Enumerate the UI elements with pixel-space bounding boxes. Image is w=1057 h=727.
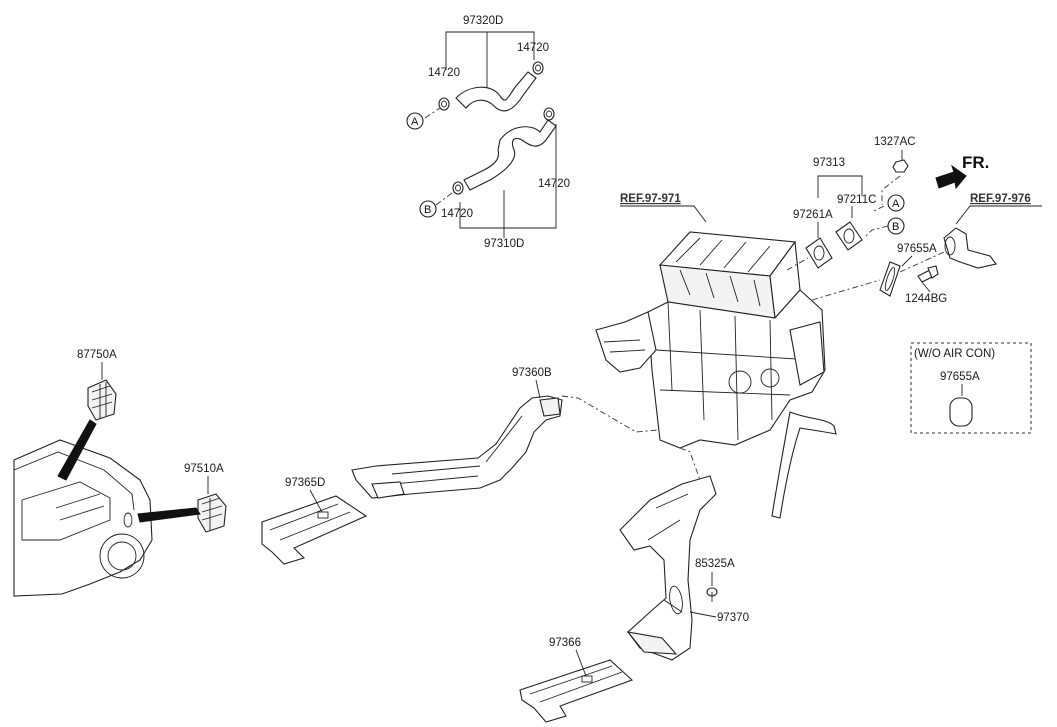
vent-grille-97510A-icon [197, 493, 227, 533]
label-14720-lower-right: 14720 [538, 178, 570, 190]
label-97370: 97370 [717, 612, 749, 624]
circle-marker-a2-icon [887, 194, 905, 212]
label-97310D: 97310D [484, 238, 524, 250]
label-97320D: 97320D [463, 15, 503, 27]
label-97211C: 97211C [837, 194, 876, 206]
ref-97-971[interactable]: REF.97-971 [620, 193, 681, 205]
leader-97320D [445, 31, 535, 70]
circle-marker-b2-icon [887, 217, 905, 235]
clamp-lower-left-icon [452, 181, 464, 195]
drain-tube [771, 411, 837, 519]
gasket-97211C-icon [835, 221, 863, 251]
label-14720-lower-left: 14720 [441, 208, 473, 220]
hose-lower [463, 119, 557, 191]
label-97261A: 97261A [793, 209, 833, 221]
hose-group: 97320D 14720 14720 A B 14 [406, 15, 570, 250]
svg-text:B: B [892, 221, 899, 233]
label-1327AC: 1327AC [874, 136, 916, 148]
ref-97-976[interactable]: REF.97-976 [970, 193, 1031, 205]
front-direction-arrow-icon [935, 164, 967, 190]
vent-grille-87750A-icon [87, 379, 117, 421]
clamp-lower-right-icon [543, 107, 555, 121]
pointer-97510A [137, 507, 201, 523]
label-14720-top-left: 14720 [428, 67, 460, 79]
duct-97365D [261, 495, 368, 565]
bolt-1244BG-icon [917, 265, 939, 283]
gasket-97261A-icon [805, 237, 833, 269]
without-aircon-box [910, 342, 1032, 434]
clamp-upper-left-icon [438, 97, 450, 111]
label-97655A-alt: 97655A [940, 371, 980, 383]
nut-1327AC-icon [892, 159, 909, 173]
leader-97310D [459, 124, 557, 229]
circle-marker-b-icon [419, 200, 437, 218]
label-87750A: 87750A [77, 349, 117, 361]
svg-text:A: A [892, 198, 900, 210]
vehicle-rear-view [13, 439, 153, 597]
clamp-upper-right-icon [532, 61, 544, 75]
ac-pipe-fitting [943, 227, 997, 269]
svg-text:B: B [424, 204, 431, 216]
pointer-87750A [57, 419, 97, 481]
svg-text:A: A [411, 116, 419, 128]
circle-marker-a-icon [406, 112, 424, 130]
duct-97360B [351, 395, 563, 499]
label-97360B: 97360B [512, 367, 552, 379]
label-85325A: 85325A [695, 558, 735, 570]
label-97366: 97366 [549, 637, 581, 649]
label-wo-air-con: (W/O AIR CON) [914, 348, 995, 360]
duct-97366 [519, 659, 634, 723]
front-label: FR. [962, 153, 989, 172]
hose-upper [455, 71, 537, 112]
gasket-97655A-icon [879, 261, 901, 297]
label-14720-top-right: 14720 [517, 42, 549, 54]
screw-85325A-icon [706, 587, 718, 602]
label-1244BG: 1244BG [905, 293, 947, 305]
label-97365D: 97365D [285, 477, 325, 489]
gasket-97655A-alt-icon [949, 397, 973, 427]
label-97655A: 97655A [897, 243, 937, 255]
heater-unit [595, 231, 837, 519]
duct-97370 [619, 475, 717, 661]
label-97510A: 97510A [184, 463, 224, 475]
label-97313: 97313 [813, 157, 845, 169]
